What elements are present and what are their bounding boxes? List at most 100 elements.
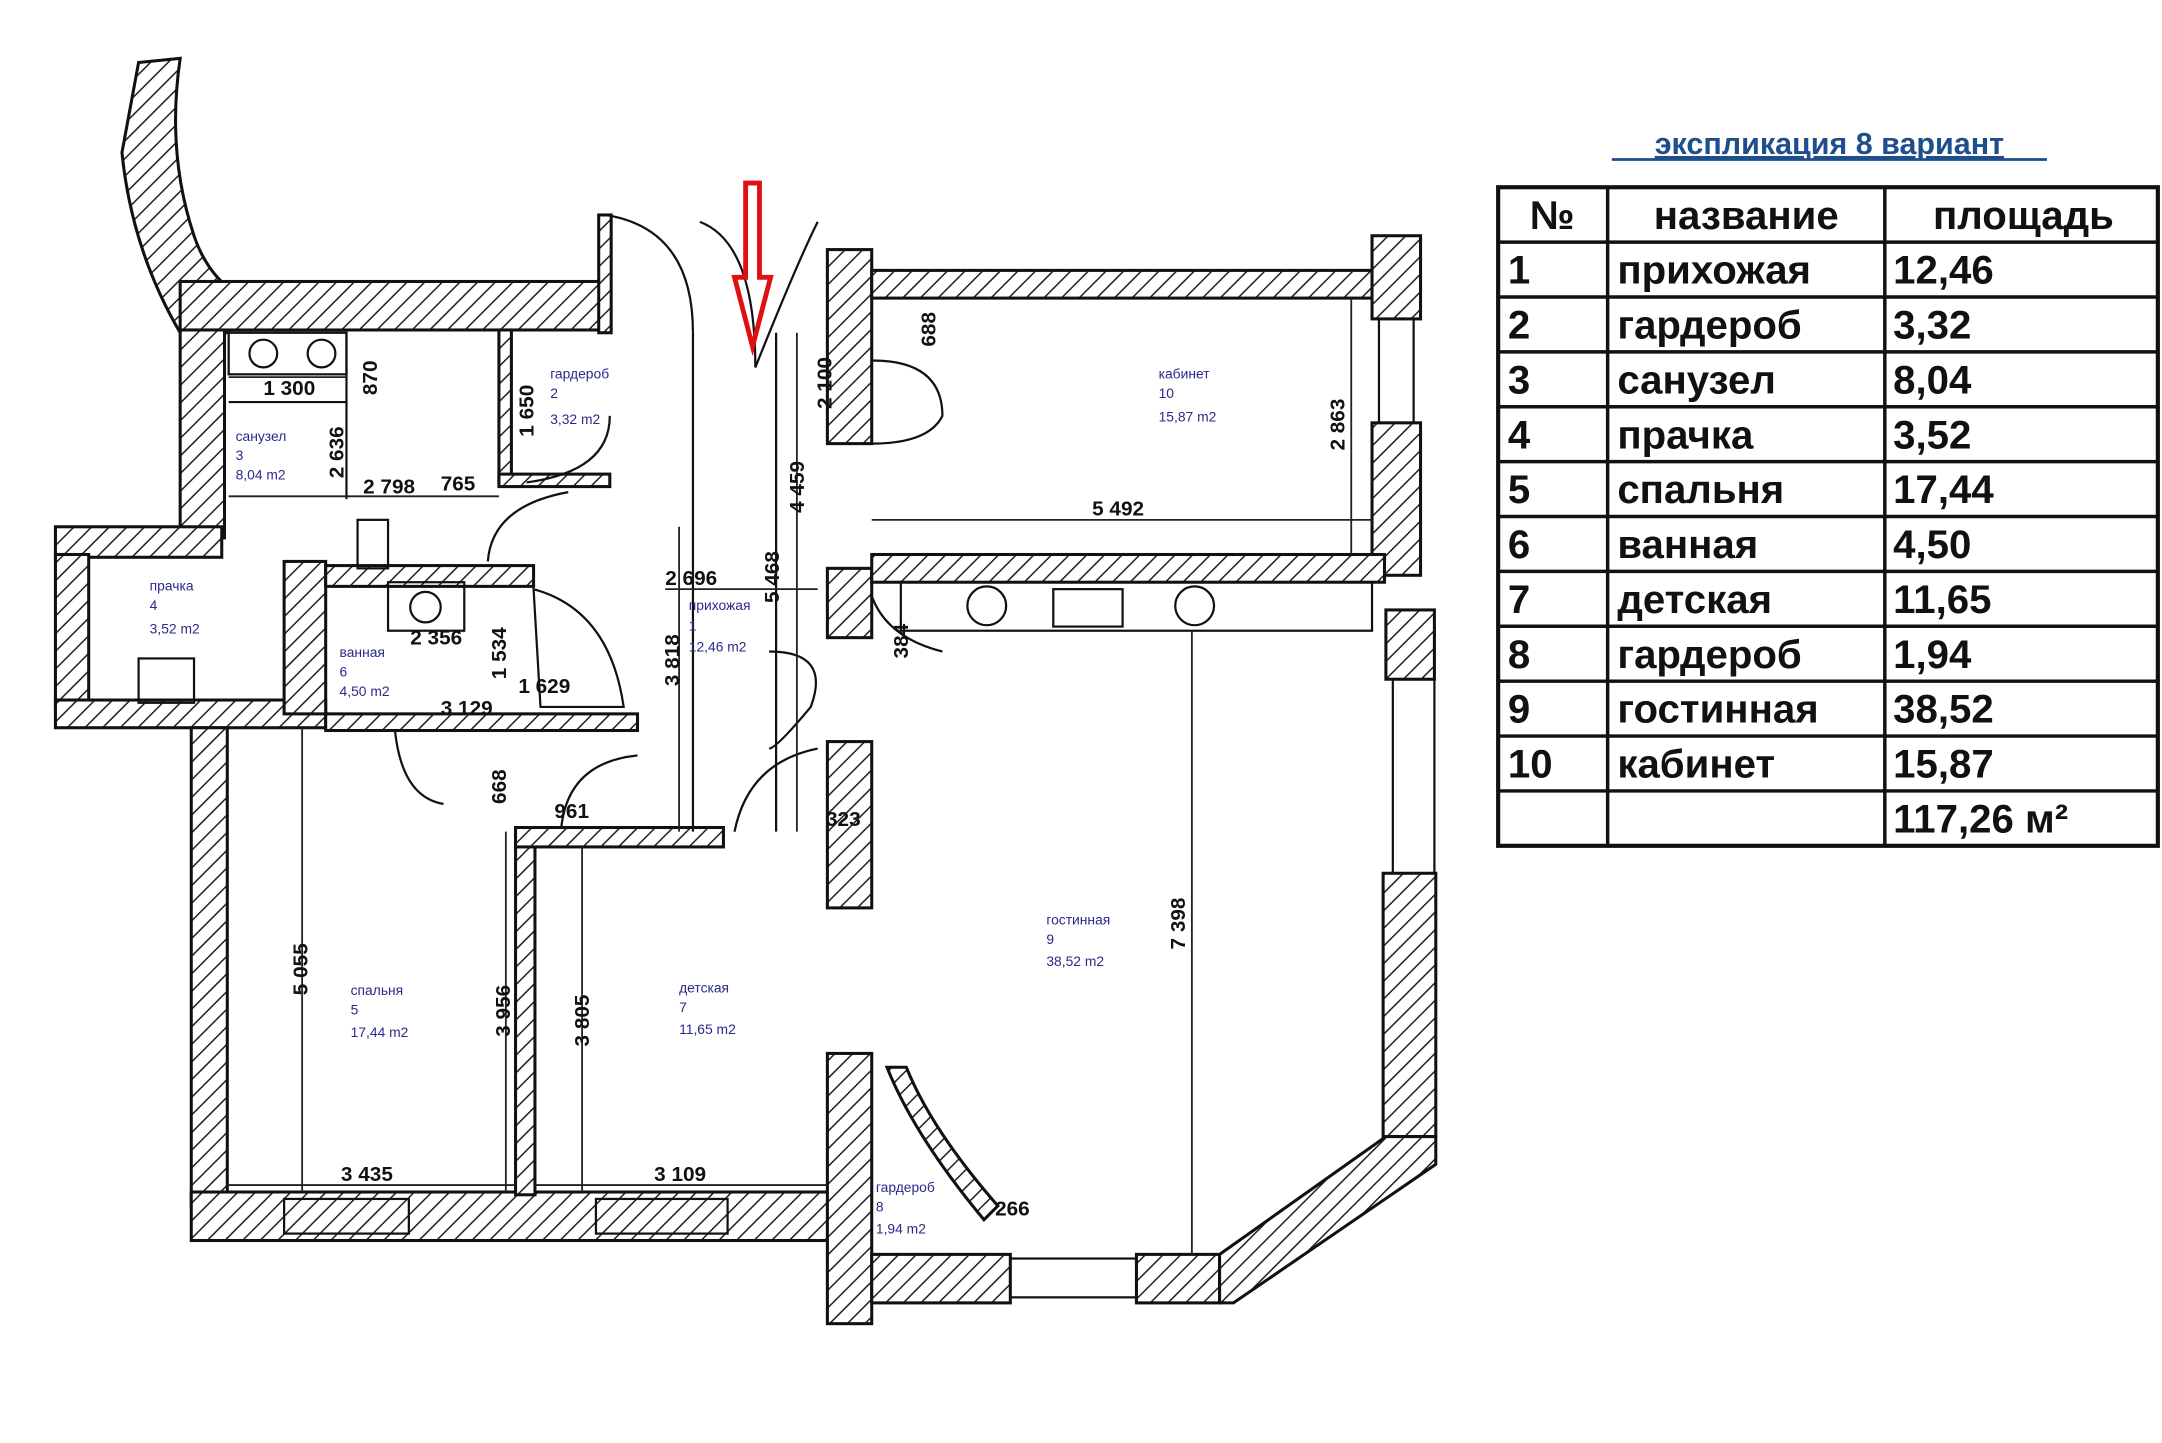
- svg-text:4: 4: [150, 597, 158, 613]
- row-area: 4,50: [1893, 522, 1971, 567]
- row-area: 3,52: [1893, 412, 1971, 457]
- dim-label: 961: [554, 800, 589, 823]
- windows: [283, 317, 1436, 1299]
- svg-text:4,50 m2: 4,50 m2: [340, 683, 390, 699]
- kitchen-sink-icon: [966, 585, 1008, 627]
- dim-label: 3 435: [341, 1163, 393, 1186]
- table-row: 6 ванная 4,50: [1508, 522, 1971, 567]
- dim-label: 2 798: [363, 476, 415, 499]
- svg-text:8: 8: [876, 1198, 884, 1214]
- row-room-name: детская: [1617, 577, 1772, 622]
- svg-text:2: 2: [550, 385, 558, 401]
- svg-text:17,44 m2: 17,44 m2: [351, 1024, 409, 1040]
- dim-label: 1 650: [516, 385, 539, 437]
- svg-text:3: 3: [236, 447, 244, 463]
- svg-text:11,65 m2: 11,65 m2: [679, 1021, 736, 1037]
- svg-text:кабинет: кабинет: [1159, 365, 1211, 381]
- door-arc: [560, 754, 638, 828]
- toilet-icon: [356, 518, 390, 570]
- header-no: №: [1530, 193, 1575, 238]
- door-arc: [605, 213, 695, 333]
- living-bottom-wall: [870, 1252, 1012, 1305]
- row-room-name: кабинет: [1617, 742, 1775, 787]
- window: [283, 1197, 410, 1235]
- door-arc: [486, 491, 569, 562]
- svg-text:12,46 m2: 12,46 m2: [689, 639, 747, 655]
- svg-text:38,52 m2: 38,52 m2: [1046, 953, 1104, 969]
- svg-text:ванная: ванная: [340, 644, 385, 660]
- bath-top-wall: [324, 564, 536, 588]
- svg-text:7: 7: [679, 999, 687, 1015]
- dim-label: 5 055: [290, 943, 313, 995]
- table-grid: [1496, 185, 2160, 848]
- dim-label: 2 863: [1326, 399, 1349, 451]
- row-number: 10: [1508, 742, 1553, 787]
- dim-label: 3 805: [571, 995, 594, 1047]
- svg-text:гардероб: гардероб: [550, 365, 609, 381]
- window: [594, 1197, 729, 1235]
- row-room-name: санузел: [1617, 357, 1776, 402]
- wardrobe8-wall: [884, 1065, 1000, 1222]
- row-number: 7: [1508, 577, 1530, 622]
- dim-label: 1 629: [518, 675, 570, 698]
- svg-text:1,94 m2: 1,94 m2: [876, 1221, 926, 1237]
- svg-text:3,32 m2: 3,32 m2: [550, 411, 600, 427]
- bedroom-kids-wall: [514, 830, 537, 1197]
- svg-text:8,04 m2: 8,04 m2: [236, 467, 286, 483]
- svg-text:гостинная: гостинная: [1046, 912, 1110, 928]
- dim-label: 5 492: [1092, 498, 1144, 521]
- dim-label: 1 300: [263, 377, 315, 400]
- explication-title: экспликация 8 вариант: [1655, 127, 2004, 161]
- double-sink-icon: [227, 331, 348, 376]
- dim-label: 7 398: [1167, 898, 1190, 950]
- right-wall-mid: [1370, 421, 1423, 577]
- walls: [53, 56, 1438, 1326]
- bath-bottom-wall: [324, 712, 640, 733]
- hob-icon: [1174, 585, 1216, 627]
- left-wall-wc: [178, 328, 227, 540]
- dimension-labels: 1 300 870 2 636 2 798 765 1 650 4 459 5 …: [263, 312, 1349, 1221]
- row-number: 3: [1508, 357, 1530, 402]
- kids-top-wall: [514, 825, 725, 849]
- window: [1391, 678, 1436, 875]
- bedroom-left-wall: [189, 726, 229, 1208]
- door-arc: [768, 650, 818, 750]
- row-number: 6: [1508, 522, 1530, 567]
- door-arc: [526, 415, 611, 484]
- dim-label: 384: [890, 623, 913, 658]
- row-area: 8,04: [1893, 357, 1972, 402]
- svg-text:10: 10: [1159, 385, 1175, 401]
- row-room-name: ванная: [1617, 522, 1758, 567]
- room-label-wardrobe8: гардероб 8 1,94 m2: [876, 1179, 935, 1237]
- svg-text:санузел: санузел: [236, 428, 287, 444]
- row-number: 9: [1508, 687, 1530, 732]
- dim-label: 2 356: [410, 627, 462, 650]
- dim-label: 2 696: [665, 567, 717, 590]
- dim-label: 3 129: [441, 697, 493, 720]
- right-wall-top: [1370, 234, 1423, 321]
- svg-text:спальня: спальня: [351, 982, 404, 998]
- study-top-wall: [870, 268, 1380, 300]
- kitchen-counter: [899, 581, 1374, 632]
- svg-text:6: 6: [340, 663, 348, 679]
- total-area: 117,26 м²: [1893, 797, 2068, 842]
- dim-label: 668: [488, 769, 511, 804]
- bathtub-icon: [532, 587, 625, 709]
- svg-text:гардероб: гардероб: [876, 1179, 935, 1195]
- row-number: 4: [1508, 412, 1531, 457]
- door-arc: [733, 747, 818, 832]
- table-row: 3 санузел 8,04: [1508, 357, 1972, 402]
- row-area: 1,94: [1893, 632, 1972, 677]
- dim-label: 5 468: [761, 551, 784, 603]
- row-area: 38,52: [1893, 687, 1994, 732]
- laundry-bath-wall: [282, 559, 328, 716]
